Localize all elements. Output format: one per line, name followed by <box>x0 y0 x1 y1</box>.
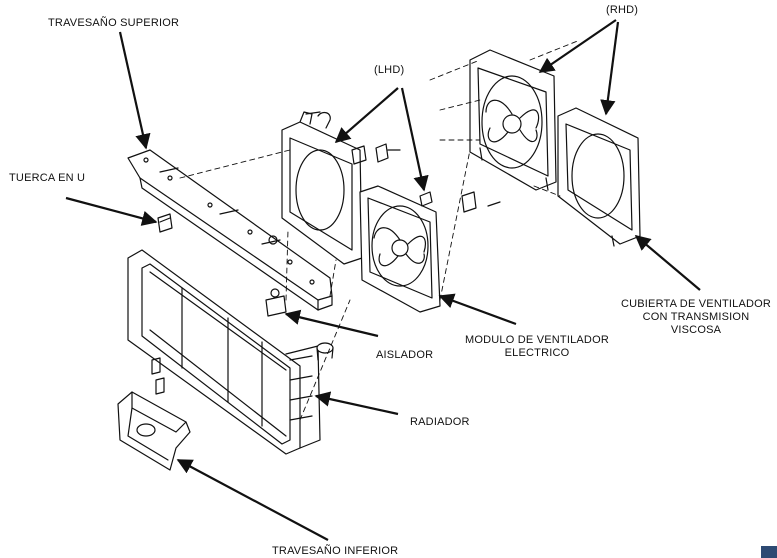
corner-badge[interactable] <box>761 546 777 558</box>
label-modulo-ventilador: MODULO DE VENTILADOR ELECTRICO <box>452 334 622 360</box>
arrow-travesano-superior <box>118 31 151 150</box>
label-cubierta-line-1: CUBIERTA DE VENTILADOR <box>620 298 772 310</box>
arrow-radiador <box>314 391 399 416</box>
arrow-rhd-2 <box>600 21 620 116</box>
label-cubierta-line-2: CON TRANSMISION <box>642 311 750 323</box>
u-nut <box>157 213 173 233</box>
label-cubierta-line-3: VISCOSA <box>670 324 722 336</box>
rhd-fan-module <box>469 49 557 191</box>
label-travesano-superior: TRAVESAÑO SUPERIOR <box>48 17 180 29</box>
arrow-lhd-2 <box>400 87 429 192</box>
label-travesano-inferior: TRAVESAÑO INFERIOR <box>272 545 399 557</box>
label-lhd: (LHD) <box>374 64 405 76</box>
label-rhd: (RHD) <box>606 4 639 16</box>
label-radiador: RADIADOR <box>410 416 470 428</box>
arrow-tuerca <box>65 196 158 226</box>
arrow-aislador <box>284 309 379 338</box>
label-modulo-line-2: ELECTRICO <box>504 347 570 359</box>
label-tuerca-en-u: TUERCA EN U <box>9 172 86 184</box>
arrow-rhd-1 <box>538 19 617 73</box>
lhd-fan-module <box>359 185 441 313</box>
lower-crossmember <box>117 391 191 471</box>
label-modulo-line-1: MODULO DE VENTILADOR <box>465 334 609 346</box>
arrow-travesano-inferior <box>176 459 329 541</box>
rhd-viscous-shroud <box>557 107 641 247</box>
upper-crossmember <box>127 149 333 311</box>
fasteners <box>305 111 501 213</box>
label-cubierta-ventilador: CUBIERTA DE VENTILADOR CON TRANSMISION V… <box>612 298 777 337</box>
arrow-cubierta <box>634 235 701 291</box>
label-aislador: AISLADOR <box>376 349 434 361</box>
arrow-modulo <box>438 293 517 326</box>
assembly-lines <box>179 39 581 421</box>
arrow-lhd-1 <box>334 87 399 144</box>
lhd-shroud <box>281 111 363 265</box>
insulator <box>265 235 287 317</box>
